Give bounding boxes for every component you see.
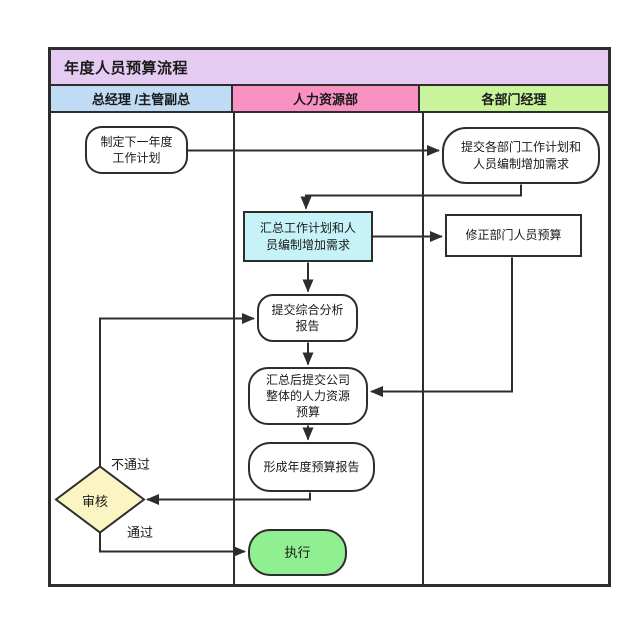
edge-report-review — [146, 492, 311, 505]
flowchart-frame: 年度人员预算流程 总经理 /主管副总 人力资源部 各部门经理 — [48, 47, 611, 587]
diagram-title: 年度人员预算流程 — [64, 59, 189, 77]
lane-header-label: 各部门经理 — [481, 92, 547, 107]
node-annual-budget-report: 形成年度预算报告 — [248, 442, 375, 492]
edge-label-approve: 通过 — [127, 525, 154, 540]
node-revise-budget: 修正部门人员预算 — [445, 214, 582, 257]
edge-review-execute-approve — [99, 532, 246, 557]
edge-label-reject: 不通过 — [111, 457, 151, 472]
lane-header-row: 总经理 /主管副总 人力资源部 各部门经理 — [51, 86, 608, 113]
lane-divider-2 — [422, 113, 424, 584]
node-summarize-plans: 汇总工作计划和人 员编制增加需求 — [243, 211, 373, 262]
node-plan: 制定下一年度 工作计划 — [85, 126, 188, 174]
connector-layer — [54, 145, 522, 557]
lane-header-dept-managers: 各部门经理 — [420, 86, 608, 111]
node-execute: 执行 — [248, 529, 347, 576]
lane-header-label: 人力资源部 — [292, 92, 358, 107]
lane-header-general-manager: 总经理 /主管副总 — [51, 86, 233, 111]
node-review-diamond — [54, 465, 146, 534]
diagram-title-bar: 年度人员预算流程 — [51, 50, 608, 86]
edge-revise-overall — [370, 257, 513, 397]
lane-header-hr-department: 人力资源部 — [233, 86, 420, 111]
node-submit-dept-plans: 提交各部门工作计划和 人员编制增加需求 — [442, 127, 600, 184]
node-review-label: 审核 — [81, 494, 108, 509]
lane-divider-1 — [233, 113, 235, 584]
edge-submit-summarize — [300, 184, 522, 210]
lane-header-label: 总经理 /主管副总 — [91, 92, 191, 107]
edge-review-analysis-reject — [99, 313, 255, 467]
node-analysis-report: 提交综合分析 报告 — [257, 294, 358, 342]
node-overall-hr-budget: 汇总后提交公司 整体的人力资源 预算 — [248, 367, 368, 425]
flowchart-body: 制定下一年度 工作计划 提交各部门工作计划和 人员编制增加需求 汇总工作计划和人… — [51, 113, 608, 584]
